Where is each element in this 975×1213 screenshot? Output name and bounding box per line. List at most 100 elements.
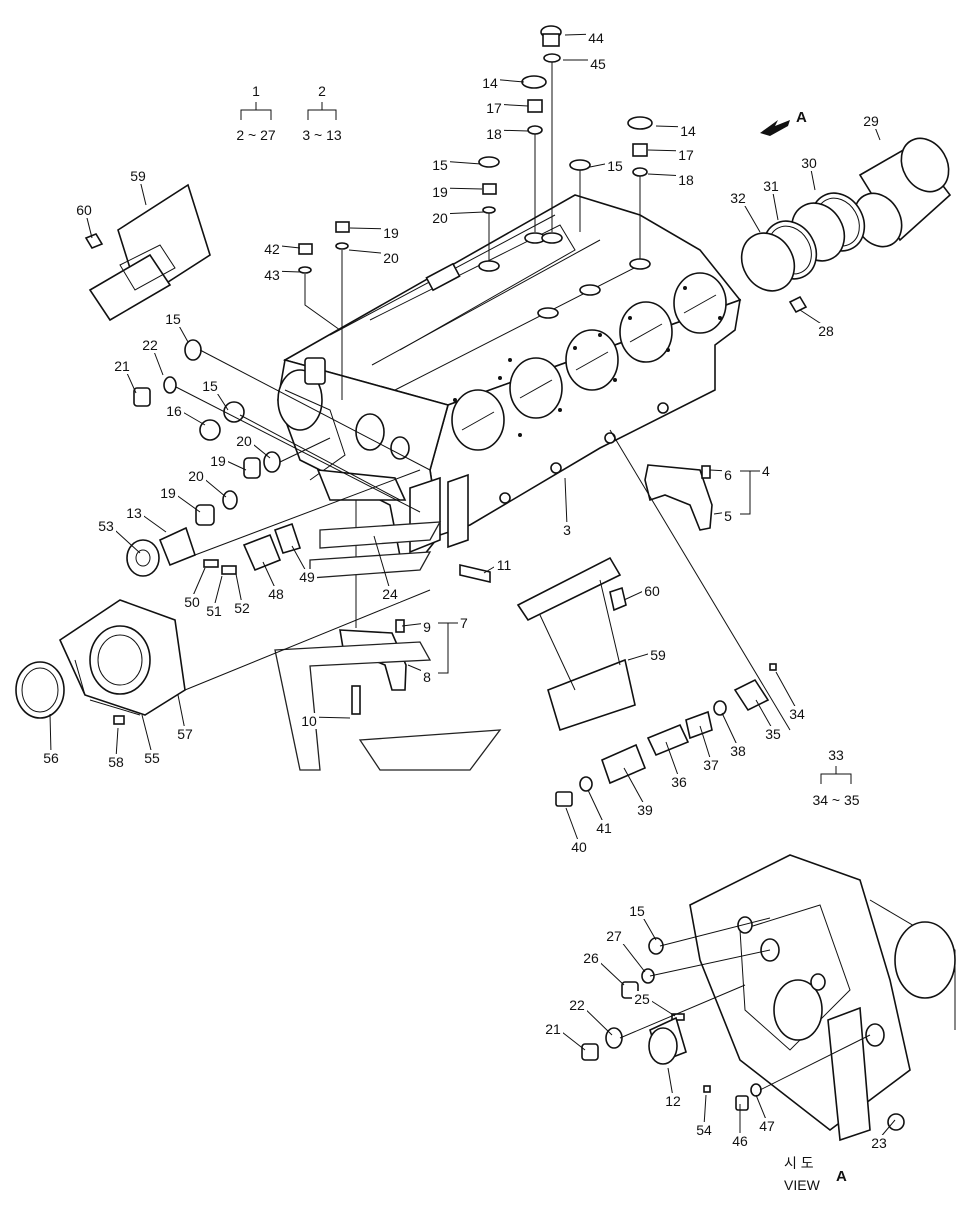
callout-number: 19	[432, 184, 448, 200]
callout-c25: 25	[632, 991, 676, 1017]
callout-c18a: 18	[484, 126, 529, 142]
callout-c16: 16	[164, 403, 206, 426]
group-g33: 33 34 ~ 35	[812, 747, 859, 808]
view-caption: 시 도 VIEW A	[784, 1155, 847, 1193]
bracket-4: 4	[740, 463, 770, 515]
callout-number: 22	[569, 997, 585, 1013]
callout-c15b: 15	[589, 158, 625, 174]
callout-c23: 23	[869, 1119, 896, 1151]
callout-number: 57	[177, 726, 193, 742]
callout-number: 23	[871, 1135, 887, 1151]
callout-number: 49	[299, 569, 315, 585]
callout-number: 51	[206, 603, 222, 619]
callout-c28: 28	[799, 309, 836, 339]
callout-number: 10	[301, 713, 317, 729]
callout-c52: 52	[232, 573, 252, 616]
callout-c35: 35	[755, 699, 783, 742]
callout-number: 21	[545, 1021, 561, 1037]
leader-line	[191, 567, 206, 599]
callout-c14a: 14	[480, 75, 525, 91]
callout-number: 43	[264, 267, 280, 283]
callout-c47: 47	[755, 1094, 777, 1134]
leader-line	[564, 477, 568, 527]
callout-c20a: 20	[430, 210, 485, 226]
callout-number: 47	[759, 1118, 775, 1134]
callout-number: 54	[696, 1122, 712, 1138]
callout-number: 41	[596, 820, 612, 836]
view-caption-letter: A	[836, 1168, 847, 1185]
callout-c21b: 21	[543, 1021, 586, 1051]
group-parent: 2	[318, 83, 326, 99]
callout-c38: 38	[721, 712, 748, 759]
callout-number: 15	[202, 378, 218, 394]
callout-number: 36	[671, 774, 687, 790]
top-plugs	[298, 25, 653, 400]
view-caption-korean: 시 도	[784, 1155, 814, 1171]
callout-number: 25	[634, 991, 650, 1007]
callout-c13: 13	[124, 505, 167, 533]
callout-number: 21	[114, 358, 130, 374]
callout-c15e: 15	[627, 903, 657, 941]
callout-c31: 31	[761, 178, 781, 221]
callout-c20c: 20	[234, 433, 271, 459]
callout-number: 52	[234, 600, 250, 616]
callout-number: 38	[730, 743, 746, 759]
leader-line	[755, 1094, 768, 1123]
callout-c30: 30	[799, 155, 819, 191]
callout-number: 18	[486, 126, 502, 142]
callout-c18b: 18	[647, 172, 696, 188]
callout-number: 59	[650, 647, 666, 663]
leader-line	[213, 575, 223, 608]
callout-number: 20	[188, 468, 204, 484]
callout-number: 19	[383, 225, 399, 241]
mount-bracket-bottom	[516, 556, 636, 732]
callout-number: 19	[210, 453, 226, 469]
callout-c44: 44	[564, 30, 606, 46]
callout-c21a: 21	[112, 358, 137, 394]
callout-c15c: 15	[163, 311, 189, 343]
callout-number: 29	[863, 113, 879, 129]
callout-c19d: 19	[158, 485, 201, 513]
leader-line	[703, 1094, 707, 1127]
seal-rings	[740, 192, 866, 292]
callout-number: 15	[432, 157, 448, 173]
callout-c26: 26	[581, 950, 625, 986]
leader-line	[699, 725, 712, 762]
callout-c6: 6	[709, 467, 734, 483]
group-child: 34 ~ 35	[812, 792, 859, 808]
callout-number: 42	[264, 241, 280, 257]
callout-number: 20	[236, 433, 252, 449]
callout-number: 27	[606, 928, 622, 944]
callout-c60a: 60	[74, 202, 94, 239]
callout-c40: 40	[565, 807, 589, 855]
group-child: 2 ~ 27	[236, 127, 276, 143]
mount-bracket-top	[84, 183, 211, 322]
callout-number: 20	[432, 210, 448, 226]
callout-number: 30	[801, 155, 817, 171]
group-parent: 33	[828, 747, 844, 763]
callout-c42: 42	[262, 241, 301, 257]
callout-number: 14	[482, 75, 498, 91]
leader-line	[721, 712, 739, 748]
callout-number: 16	[166, 403, 182, 419]
leader-line	[291, 545, 308, 574]
callout-c60b: 60	[623, 583, 662, 601]
callout-number: 15	[165, 311, 181, 327]
callout-number: 60	[644, 583, 660, 599]
group-brackets: 12 ~ 27 23 ~ 13 33 34 ~ 35	[236, 83, 859, 808]
callout-number: 58	[108, 754, 124, 770]
callout-number: 45	[590, 56, 606, 72]
group-g1: 12 ~ 27	[236, 83, 276, 143]
callout-c15d: 15	[200, 378, 229, 411]
callout-number: 44	[588, 30, 604, 46]
callout-number: 3	[563, 522, 571, 538]
callout-number: 40	[571, 839, 587, 855]
callout-number: 32	[730, 190, 746, 206]
oil-fittings	[555, 429, 791, 807]
callout-c8: 8	[407, 664, 433, 685]
callout-c39: 39	[623, 767, 655, 818]
callout-number: 28	[818, 323, 834, 339]
group-g2: 23 ~ 13	[302, 83, 342, 143]
callout-c36: 36	[665, 741, 689, 790]
callout-number: 59	[130, 168, 146, 184]
